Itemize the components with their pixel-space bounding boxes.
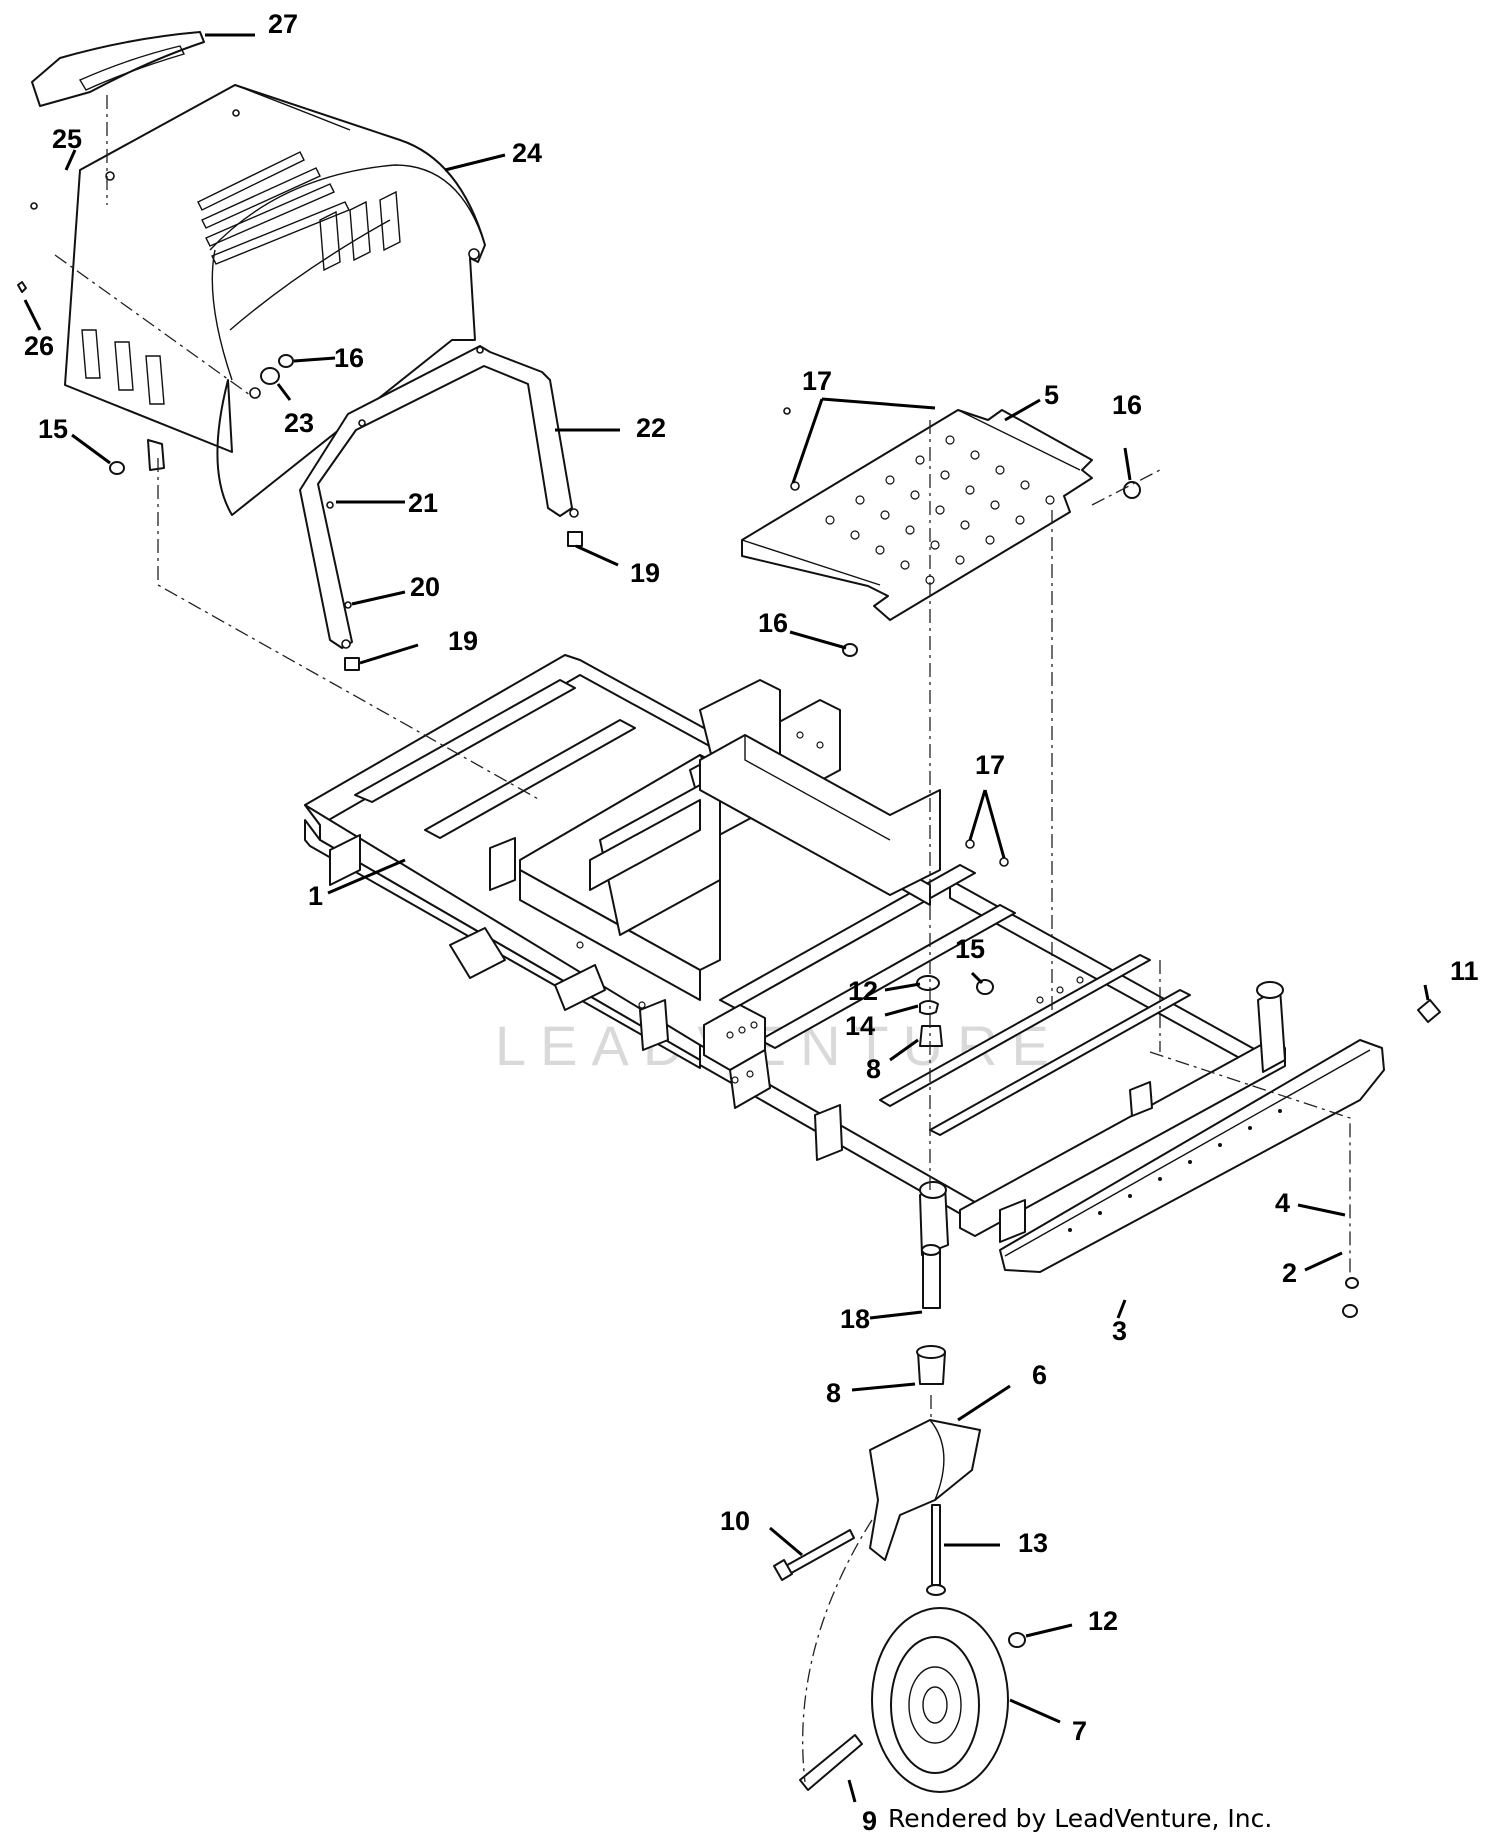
callout-20: 20 xyxy=(410,572,440,602)
part-17-bolt-c xyxy=(965,839,975,849)
part-17-bolt-a xyxy=(790,481,800,491)
callout-3: 3 xyxy=(1112,1316,1127,1346)
callout-12-frame: 12 xyxy=(848,976,878,1006)
part-16-nut-plate xyxy=(1123,481,1141,499)
part-21-screw xyxy=(326,501,334,509)
callout-13: 13 xyxy=(1018,1528,1048,1558)
caster-assembly xyxy=(773,1244,1026,1793)
part-17-bolt-b xyxy=(783,407,791,415)
callout-16: 16 xyxy=(334,343,364,373)
callout-19-lower: 19 xyxy=(448,626,478,656)
callout-16-plate-lower: 16 xyxy=(758,608,788,638)
small-hardware xyxy=(17,202,1441,1318)
part-19-bumper-right xyxy=(567,531,583,547)
callout-26: 26 xyxy=(24,331,54,361)
part-9-axle xyxy=(799,1734,863,1791)
part-4-washer xyxy=(1345,1277,1359,1289)
part-25-screw xyxy=(30,202,38,210)
callout-23: 23 xyxy=(284,408,314,438)
callout-12-wheel: 12 xyxy=(1088,1606,1118,1636)
part-6-caster-fork xyxy=(869,1419,981,1561)
part-16-nut xyxy=(278,354,294,368)
credit-text: Rendered by LeadVenture, Inc. xyxy=(888,1804,1273,1833)
callout-15: 15 xyxy=(38,414,68,444)
callout-27: 27 xyxy=(268,9,298,39)
callout-6: 6 xyxy=(1032,1360,1047,1390)
part-10-bolt xyxy=(781,1529,855,1577)
callout-5: 5 xyxy=(1044,380,1059,410)
callout-19-upper: 19 xyxy=(630,558,660,588)
callout-9: 9 xyxy=(862,1806,877,1836)
part-13-bolt xyxy=(931,1504,941,1586)
leader-lines xyxy=(23,33,1430,1803)
part-27-hood-handle xyxy=(31,31,205,107)
part-11-clip xyxy=(1417,999,1441,1023)
part-2-bolt xyxy=(1342,1304,1358,1318)
part-8-bushing-upper xyxy=(919,1025,943,1047)
callout-16-plate: 16 xyxy=(1112,390,1142,420)
callout-21: 21 xyxy=(408,488,438,518)
part-18-spacer xyxy=(922,1249,941,1309)
callout-15-frame: 15 xyxy=(955,934,985,964)
part-24-hood xyxy=(64,84,486,516)
part-19-bumper-left xyxy=(344,657,360,671)
callout-22: 22 xyxy=(636,413,666,443)
callout-10: 10 xyxy=(720,1506,750,1536)
callout-11: 11 xyxy=(1450,956,1479,986)
part-20-screw xyxy=(344,601,352,609)
callout-17-plate: 17 xyxy=(802,366,832,396)
part-12-locknut-frame xyxy=(916,975,940,991)
callout-8-upper: 8 xyxy=(866,1054,881,1084)
callout-4: 4 xyxy=(1275,1188,1290,1218)
assembly-guide-lines xyxy=(54,95,1351,1783)
part-15-bolt xyxy=(109,461,125,475)
part-1-main-frame xyxy=(304,654,1286,1256)
part-22-hood-support xyxy=(299,345,579,649)
callout-17-frame: 17 xyxy=(975,750,1005,780)
callout-7: 7 xyxy=(1072,1716,1087,1746)
callout-8-lower: 8 xyxy=(826,1378,841,1408)
part-14-washer xyxy=(919,1000,939,1015)
callout-1: 1 xyxy=(308,881,323,911)
callout-14: 14 xyxy=(845,1011,875,1041)
part-23-washer xyxy=(260,367,280,385)
callout-2: 2 xyxy=(1282,1258,1297,1288)
part-5-floor-plate xyxy=(741,409,1093,621)
part-16-nut-plate-low xyxy=(842,643,858,657)
callout-24: 24 xyxy=(512,138,542,168)
part-26-pin xyxy=(17,281,27,293)
callout-18: 18 xyxy=(840,1304,870,1334)
part-17-bolt-d xyxy=(999,857,1009,867)
callout-numbers: 27 25 24 26 16 23 22 15 21 20 19 19 17 5… xyxy=(24,9,1479,1836)
callout-25: 25 xyxy=(52,124,82,154)
